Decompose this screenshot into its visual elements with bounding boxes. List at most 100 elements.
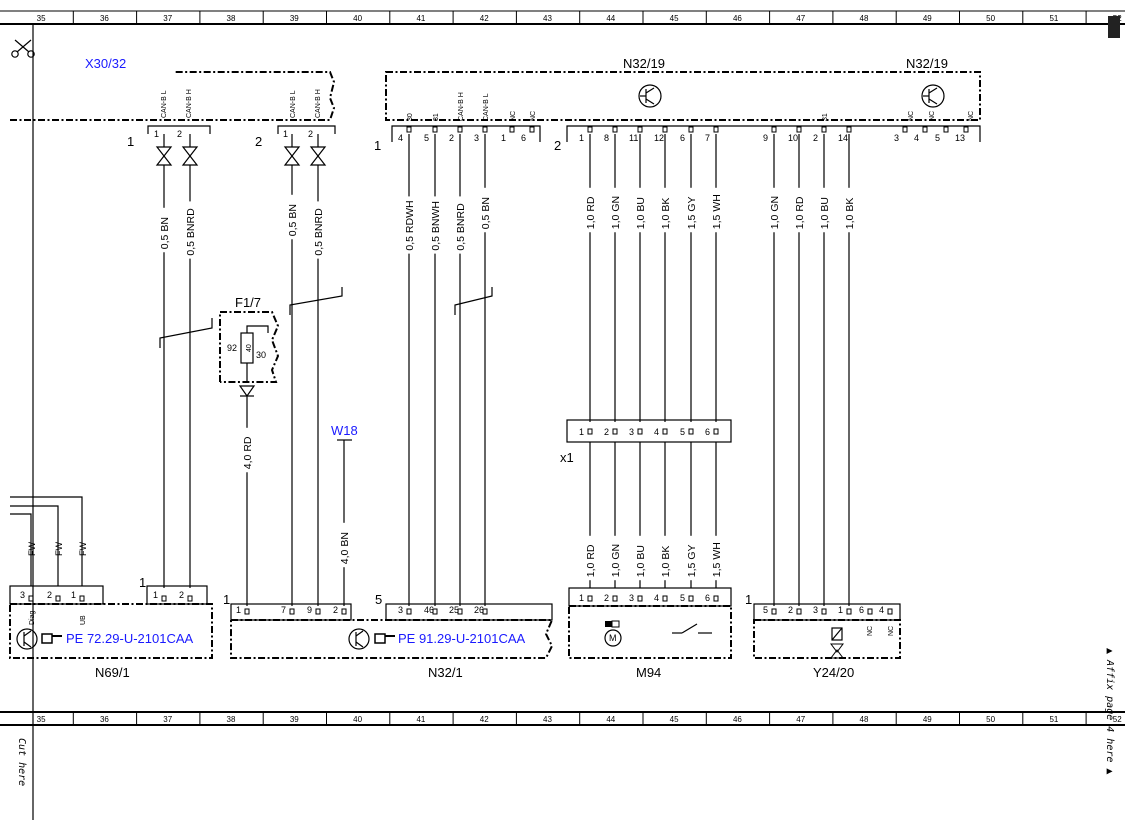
pin-stub xyxy=(289,608,295,615)
pin-number: 5 xyxy=(935,133,940,143)
pin-number: 46 xyxy=(424,605,434,615)
wire-label: 1,0 BK xyxy=(660,198,672,230)
n32-1-label: N32/1 xyxy=(428,665,463,680)
pin-stub xyxy=(457,126,463,133)
pin-number: 5 xyxy=(763,605,768,615)
pin-number: 7 xyxy=(281,605,286,615)
connector-marker xyxy=(181,155,199,166)
n32-1-reference[interactable]: PE 91.29-U-2101CAA xyxy=(398,631,526,646)
pin-stub xyxy=(55,595,61,602)
connector-marker xyxy=(181,146,199,157)
pin-number: 11 xyxy=(629,133,638,143)
pin-stub xyxy=(688,126,694,133)
pin-stub xyxy=(662,428,668,435)
pin-stub xyxy=(846,608,852,615)
ruler-column-label: 36 xyxy=(100,14,109,23)
pin-number: 3 xyxy=(894,133,899,143)
n69-1-reference[interactable]: PE 72.29-U-2101CAA xyxy=(66,631,194,646)
pin-number: 13 xyxy=(955,133,965,143)
pin-number: 1 xyxy=(579,427,584,437)
ruler-column-label: 51 xyxy=(1049,14,1058,23)
pin-number: 2 xyxy=(333,605,338,615)
y24-20-conn1: 1 xyxy=(745,592,752,607)
pin-number: 2 xyxy=(179,590,184,600)
n32-1-conn5: 5 xyxy=(375,592,382,607)
pin-number: 3 xyxy=(474,133,479,143)
connector-marker xyxy=(155,155,173,166)
pin-number: 6 xyxy=(859,605,864,615)
pin-number: 1 xyxy=(579,593,584,603)
pin-stub xyxy=(688,595,694,602)
pin-number: 5 xyxy=(680,427,685,437)
wire-label: 0,5 BNWH xyxy=(430,201,442,251)
ruler-column-label: 36 xyxy=(100,715,109,724)
signal-label: CAN-B L xyxy=(483,93,490,121)
wire-label: 1,0 GN xyxy=(769,196,781,229)
wire-label: 1,0 GN xyxy=(610,196,622,229)
wire-label: 1,0 BK xyxy=(844,198,856,230)
twist-marks xyxy=(159,287,493,348)
wire-label: 1,5 WH xyxy=(711,542,723,577)
connector-marker xyxy=(283,146,301,157)
pin-stub xyxy=(796,126,802,133)
ruler-column-label: 44 xyxy=(606,14,615,23)
wire-label: 0,5 BN xyxy=(159,217,171,249)
fw-label-1: FW xyxy=(27,542,37,556)
n32-19-right-label: N32/19 xyxy=(906,56,948,71)
ruler-column-label: 46 xyxy=(733,14,742,23)
ruler-column-label: 50 xyxy=(986,715,995,724)
page-corner-marker xyxy=(1108,16,1120,38)
signal-label: 30 xyxy=(407,113,414,121)
pin-number: 5 xyxy=(680,593,685,603)
n32-1-transistor-icon xyxy=(348,628,370,650)
pin-number: 4 xyxy=(654,427,659,437)
x30-a-pin2: 2 xyxy=(177,129,182,139)
ruler-column-label: 38 xyxy=(227,715,236,724)
ruler-column-label: 49 xyxy=(923,14,932,23)
fuse-30: 30 xyxy=(256,350,266,360)
pin-stub xyxy=(887,608,893,615)
ruler-column-label: 35 xyxy=(37,14,46,23)
hand-pointer-icon-2 xyxy=(374,633,395,644)
pin-stub xyxy=(771,608,777,615)
pin-number: 4 xyxy=(398,133,403,143)
ruler-column-label: 49 xyxy=(923,715,932,724)
pin-stub xyxy=(846,126,852,133)
ub-label: UB xyxy=(80,615,87,625)
pin-number: 6 xyxy=(521,133,526,143)
wire-label: 1,0 BK xyxy=(660,546,672,578)
wire-label: 1,0 BU xyxy=(819,197,831,229)
ruler-column-label: 40 xyxy=(353,14,362,23)
pin-number: 14 xyxy=(838,133,848,143)
pin-stub xyxy=(482,126,488,133)
pin-stub xyxy=(963,126,969,133)
wire-label: 1,0 RD xyxy=(794,196,806,229)
pin-number: 5 xyxy=(424,133,429,143)
wire-label: 1,0 RD xyxy=(585,544,597,577)
scissors-icon xyxy=(11,39,35,58)
signal-label: NC xyxy=(968,111,975,121)
pin-stub xyxy=(637,595,643,602)
wire-label: 0,5 BNRD xyxy=(313,208,325,256)
pin-stub xyxy=(587,126,593,133)
pin-number: 4 xyxy=(879,605,884,615)
signal-label: NC xyxy=(530,111,537,121)
connector-markers xyxy=(155,134,327,166)
signal-label: NC xyxy=(510,111,517,121)
ruler-column-label: 40 xyxy=(353,715,362,724)
pin-number: 26 xyxy=(474,605,484,615)
pin-stub xyxy=(187,595,193,602)
can-l-label: CAN-B L xyxy=(161,90,168,118)
ruler-column-label: 45 xyxy=(670,715,679,724)
wire-label: 0,5 BN xyxy=(287,204,299,236)
pin-stub xyxy=(587,428,593,435)
pin-stub xyxy=(943,126,949,133)
connector-marker xyxy=(309,155,327,166)
pin-number: 3 xyxy=(813,605,818,615)
